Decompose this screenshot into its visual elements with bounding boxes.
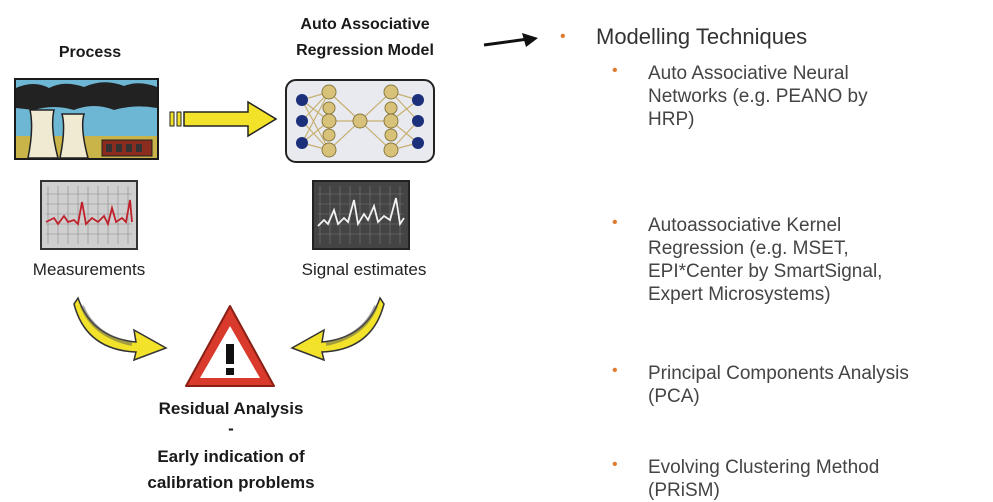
left-curved-arrow — [73, 296, 168, 362]
warning-triangle-icon — [185, 305, 275, 387]
residual-analysis-title: Residual Analysis — [158, 399, 304, 418]
item-line: HRP) — [648, 109, 695, 130]
measurements-label: Measurements — [32, 260, 146, 279]
residual-dash: - — [228, 419, 234, 438]
signal-estimates-label: Signal estimates — [301, 260, 427, 279]
item-line: Evolving Clustering Method — [648, 457, 880, 478]
process-factory-icon — [14, 78, 159, 160]
model-label-line2: Regression Model — [296, 42, 434, 59]
signal-estimates-icon — [312, 180, 410, 250]
item-line: Networks (e.g. PEANO by — [648, 86, 868, 107]
item-line: Autoassociative Kernel — [648, 215, 842, 236]
right-curved-arrow — [290, 296, 385, 362]
item-line: Principal Components Analysis — [648, 363, 909, 384]
item-line: (PCA) — [648, 386, 700, 407]
residual-line4: calibration problems — [147, 473, 315, 492]
model-label-line1: Auto Associative — [300, 16, 430, 33]
item-bullet: • — [612, 362, 618, 379]
item-bullet: • — [612, 214, 618, 231]
process-to-model-arrow — [169, 100, 278, 138]
heading-bullet: • — [560, 28, 566, 45]
to-techniques-arrow — [483, 33, 538, 47]
item-bullet: • — [612, 62, 618, 79]
item-line: Auto Associative Neural — [648, 63, 849, 84]
item-bullet: • — [612, 456, 618, 473]
item-line: (PRiSM) — [648, 480, 720, 501]
item-line: EPI*Center by SmartSignal, — [648, 261, 883, 282]
process-label: Process — [58, 44, 122, 61]
residual-line3: Early indication of — [157, 447, 305, 466]
measurements-signal-icon — [40, 180, 138, 250]
modelling-techniques-heading: Modelling Techniques — [596, 24, 808, 49]
item-line: Regression (e.g. MSET, — [648, 238, 849, 259]
item-line: Expert Microsystems) — [648, 284, 831, 305]
regression-model-network-icon — [285, 79, 435, 163]
